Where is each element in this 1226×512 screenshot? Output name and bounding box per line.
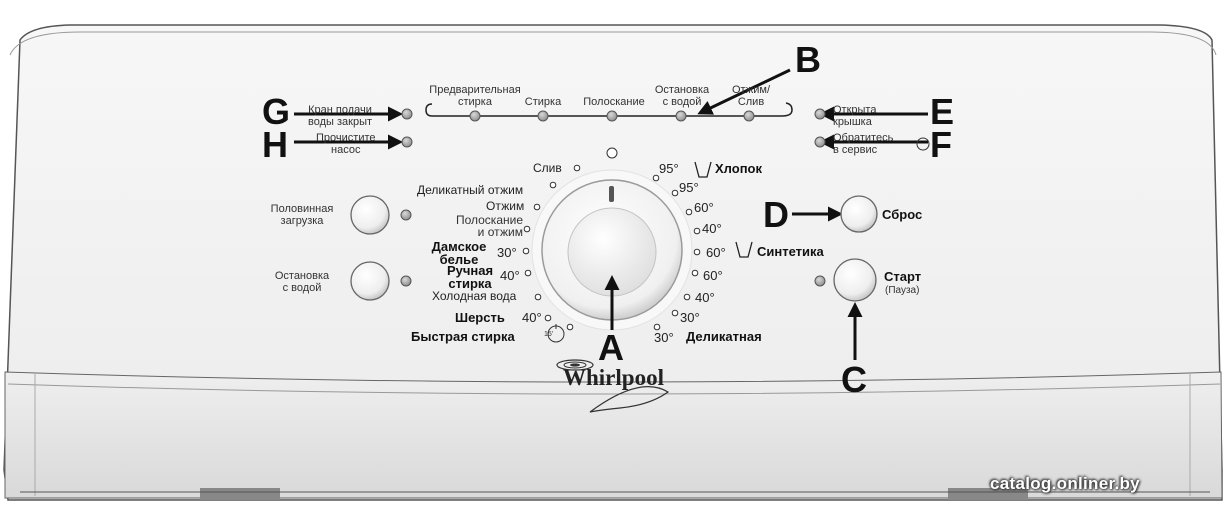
phase-label-wash: Стирка (524, 96, 562, 108)
callout-letter-c: C (841, 359, 867, 400)
dial-pointer (609, 186, 614, 202)
dial-position-dot-15 (691, 269, 699, 277)
led-tap-closed (401, 108, 413, 120)
dial-position-dot-13 (693, 227, 701, 235)
led-option-rinse-hold (400, 275, 412, 287)
led-clean-pump (401, 136, 413, 148)
led-phase-wash (537, 110, 549, 122)
callout-letter-b: B (795, 39, 821, 80)
program-cotton: Хлопок (715, 161, 762, 176)
dial-position-dot-7 (534, 293, 542, 301)
dial-position-dot-17 (671, 309, 679, 317)
dial-position-dot-6 (524, 269, 532, 277)
dial-position-dot-5 (522, 247, 530, 255)
service-icon (916, 137, 930, 151)
dial-position-dot-3 (533, 203, 541, 211)
reset-button[interactable] (840, 195, 878, 233)
led-phase-prewash (469, 110, 481, 122)
dial-position-dot-14 (693, 248, 701, 256)
start-pause-button[interactable] (833, 258, 877, 302)
watermark: catalog.onliner.by (990, 474, 1140, 493)
phase-label-rinse: Полоскание (583, 96, 645, 108)
temp-cotton-95-a: 95° (659, 161, 679, 176)
temp-delicate-30: 30° (654, 330, 674, 345)
callout-letter-a: A (598, 327, 624, 368)
dial-position-dot-8 (544, 314, 552, 322)
temp-handwash: 40° (500, 268, 520, 283)
dial-position-dot-9 (566, 323, 574, 331)
program-synthetic: Синтетика (757, 244, 824, 259)
brand-swirl-icon (556, 359, 594, 371)
program-cold-water: Холодная вода (432, 289, 517, 303)
program-spin: Отжим (486, 199, 525, 213)
temp-synthetic-60-b: 60° (703, 268, 723, 283)
start-label: Старт (884, 269, 922, 284)
dial-position-dot-2 (549, 181, 557, 189)
program-quick-wash: Быстрая стирка (411, 329, 515, 344)
led-phase-spin (743, 110, 755, 122)
temp-quick-wash: 15' (544, 331, 554, 338)
dial-position-dot-10 (652, 174, 660, 182)
temp-wool: 40° (522, 310, 542, 325)
dial-position-dot-11 (671, 189, 679, 197)
temp-lingerie: 30° (497, 245, 517, 260)
half-load-button[interactable] (350, 195, 390, 235)
panel-inner-top (9, 31, 1217, 56)
temp-synthetic-30: 30° (680, 310, 700, 325)
brand-swoosh (589, 386, 670, 413)
start-sub-label: (Пауза) (885, 285, 920, 296)
phase-label-spin-drain: Отжим/Слив (731, 84, 771, 108)
panel-base-line (7, 383, 1221, 395)
dial-position-dot-18 (653, 323, 661, 331)
dial-position-dot-1 (573, 164, 581, 172)
arrow-b (697, 68, 791, 115)
program-delicate-spin: Деликатный отжим (417, 183, 524, 197)
tub-icon-cotton (694, 161, 712, 178)
led-half-load (400, 209, 412, 221)
temp-cotton-40: 40° (702, 221, 722, 236)
panel-foot-right (948, 488, 1028, 500)
panel-base (4, 371, 1223, 499)
temp-synthetic-60-a: 60° (706, 245, 726, 260)
program-delicate: Деликатная (686, 329, 762, 344)
reset-label: Сброс (882, 207, 923, 222)
panel-foot-left (200, 488, 280, 500)
temp-cotton-60: 60° (694, 200, 714, 215)
led-lid-open (814, 108, 826, 120)
temp-synthetic-40: 40° (695, 290, 715, 305)
dial-position-dot-12 (685, 208, 693, 216)
dial-position-dot-4 (523, 225, 531, 233)
brand-logo-text: Whirlpool (563, 365, 664, 390)
callout-letter-d: D (763, 194, 789, 235)
callout-arrows (294, 68, 928, 360)
callout-letter-g: G (262, 91, 291, 132)
led-call-service (814, 136, 826, 148)
dial-position-dot-0 (606, 147, 618, 159)
option-rinse-hold-button[interactable] (350, 261, 390, 301)
led-phase-rinse-hold (675, 110, 687, 122)
program-wool: Шерсть (455, 310, 505, 325)
led-phase-rinse (606, 110, 618, 122)
program-drain: Слив (533, 161, 562, 175)
callout-letter-f: F (930, 124, 952, 165)
quick-wash-icon (547, 324, 565, 343)
callout-letter-e: E (930, 91, 955, 132)
dial-position-dot-16 (683, 293, 691, 301)
callout-letter-h: H (262, 124, 288, 165)
tub-icon-synthetic (735, 241, 753, 258)
led-start (814, 275, 826, 287)
temp-cotton-95-b: 95° (679, 180, 699, 195)
